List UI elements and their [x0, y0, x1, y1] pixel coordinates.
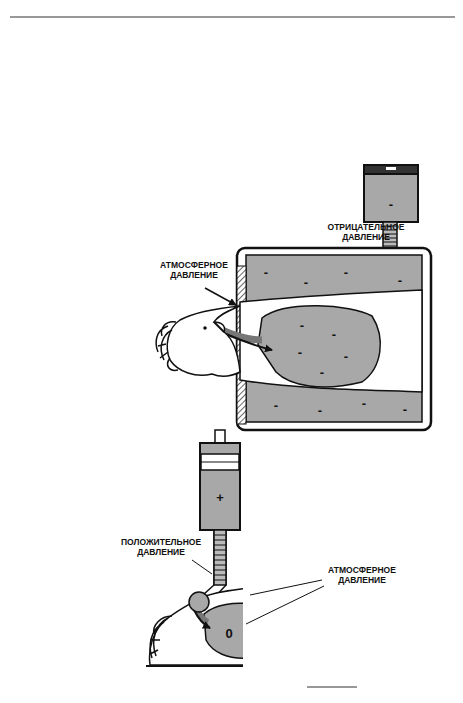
footer-rule [307, 687, 357, 688]
pressure-sign: - [298, 346, 302, 359]
corrugated-hose [204, 530, 226, 598]
pressure-sign: + [216, 491, 224, 504]
pressure-sign: - [344, 266, 348, 279]
pressure-label: АТМОСФЕРНОЕ ДАВЛЕНИЕ [318, 566, 406, 586]
pressure-sign: - [318, 404, 322, 417]
pressure-sign: - [332, 328, 336, 341]
leader-line [192, 560, 212, 574]
iron-lung-chamber [237, 248, 431, 430]
pressure-sign: - [300, 319, 304, 332]
patient-body-top [222, 290, 422, 392]
pressure-sign: - [274, 399, 278, 412]
leader-line [246, 586, 324, 624]
pressure-sign: - [389, 198, 393, 211]
pressure-sign: - [320, 366, 324, 379]
patient-head-top [156, 306, 240, 376]
pressure-canister [364, 165, 418, 222]
pressure-sign: - [403, 403, 407, 416]
face-mask [189, 592, 209, 612]
pressure-sign: - [398, 274, 402, 287]
syringe [200, 430, 240, 530]
pressure-sign: - [304, 276, 308, 289]
header-rule [10, 17, 455, 18]
patient-bottom [146, 588, 243, 666]
pressure-sign: - [344, 350, 348, 363]
pressure-label: ОТРИЦАТЕЛЬНОЕ ДАВЛЕНИЕ [320, 223, 412, 243]
pressure-sign: - [362, 397, 366, 410]
pressure-sign: - [264, 266, 268, 279]
leader-arrow [205, 288, 236, 305]
pressure-label: АТМОСФЕРНОЕ ДАВЛЕНИЕ [150, 261, 238, 281]
pressure-label: ПОЛОЖИТЕЛЬНОЕ ДАВЛЕНИЕ [116, 538, 206, 558]
pressure-sign: 0 [225, 627, 232, 640]
